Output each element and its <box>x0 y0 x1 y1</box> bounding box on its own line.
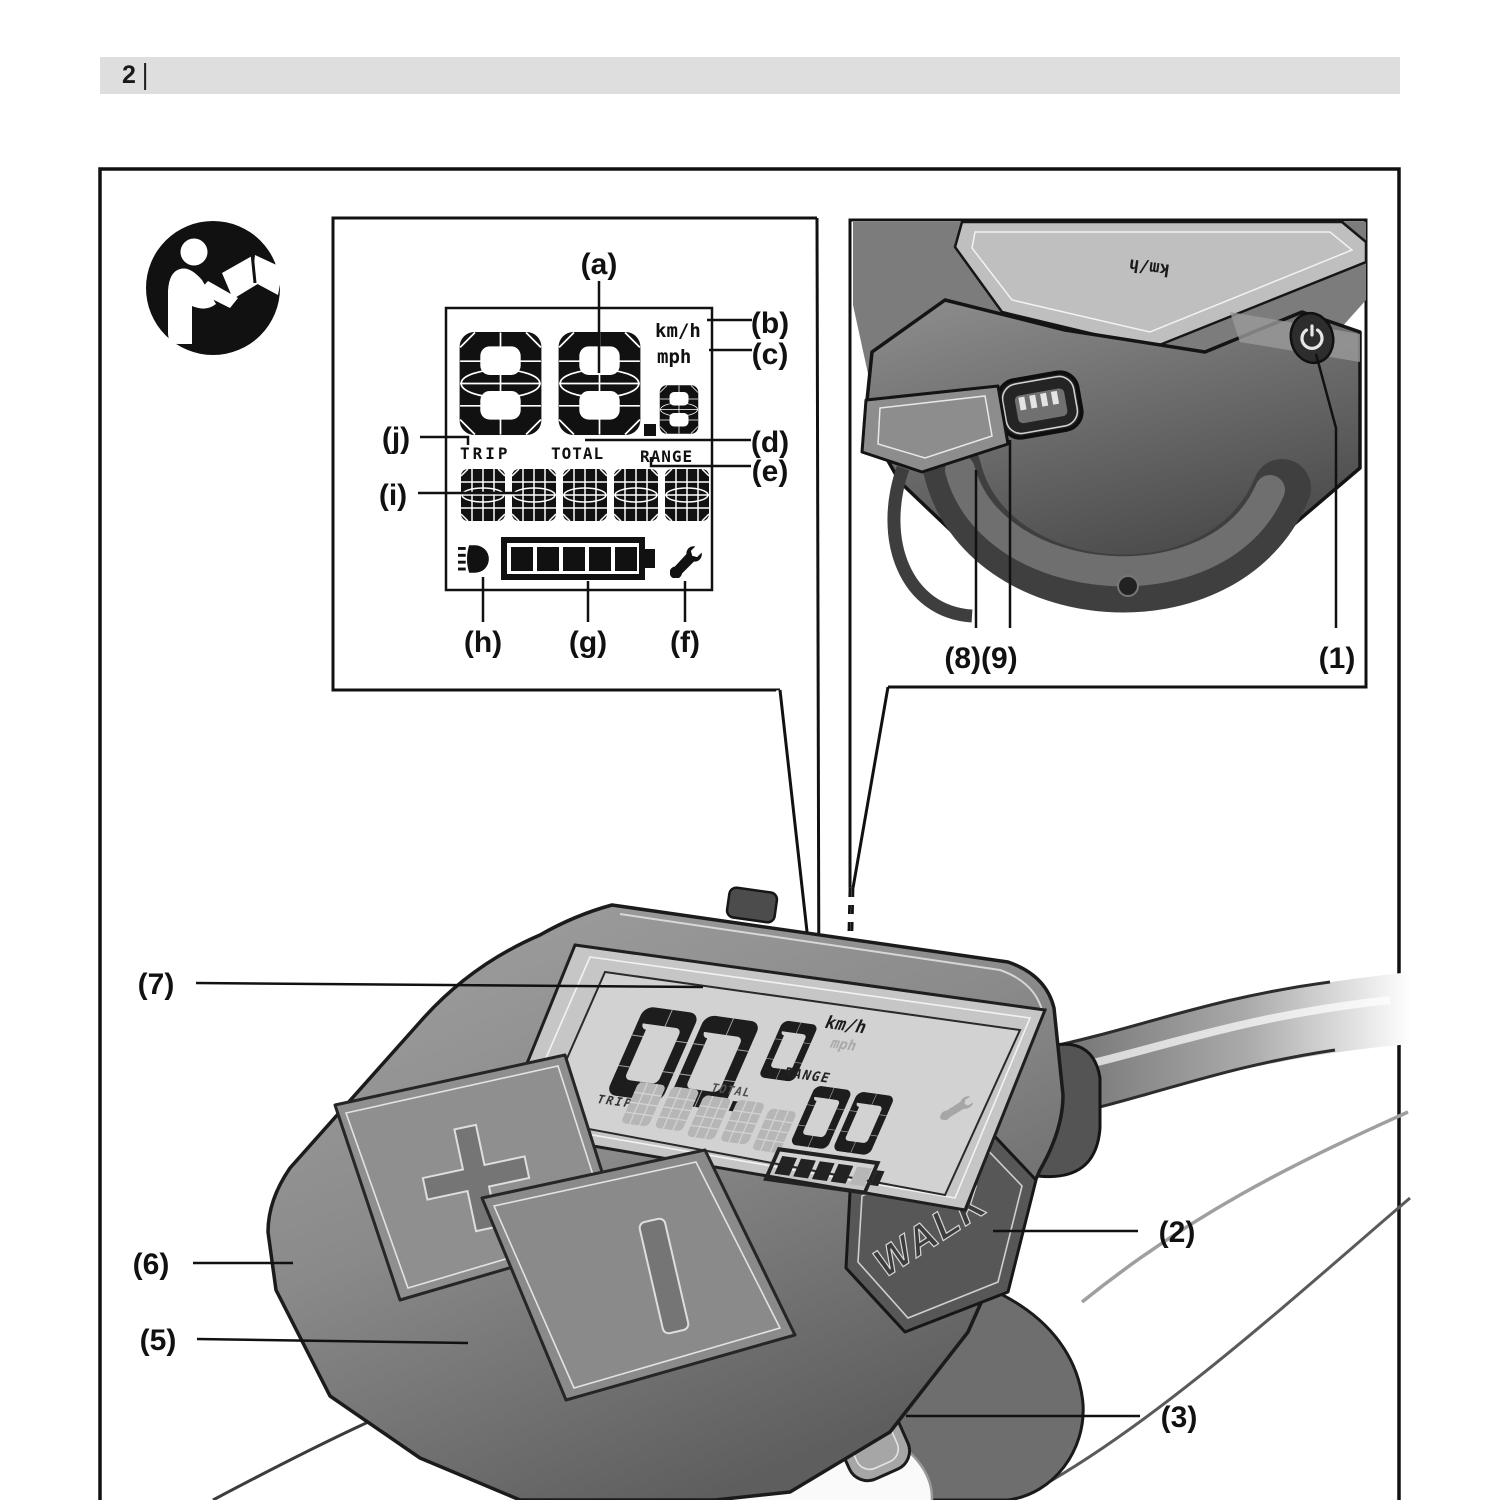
callout-f: (f) <box>670 626 700 659</box>
lcd-screen-content: km/h mph RANGE TOTAL TRIP <box>558 1005 976 1195</box>
callout-a: (a) <box>581 248 618 281</box>
schematic-leader-lines <box>418 281 752 622</box>
callout-2: (2) <box>1159 1216 1196 1249</box>
figure-frame <box>98 167 1401 1500</box>
schematic-total-label: TOTAL <box>551 444 604 463</box>
page-divider: | <box>141 58 149 92</box>
page-header: 2 | <box>100 57 1400 94</box>
power-icon <box>1300 324 1324 350</box>
power-button <box>1289 311 1335 365</box>
usb-port-icon <box>996 370 1084 440</box>
callout-h: (h) <box>464 626 502 659</box>
page-number: 2 <box>122 61 136 89</box>
callout-6: (6) <box>133 1248 170 1281</box>
schematic-unit-mph: mph <box>657 346 691 368</box>
screen-mph: mph <box>828 1036 860 1055</box>
schematic-range-label: RANGE <box>640 447 693 466</box>
callout-j: (j) <box>382 422 410 455</box>
callout-1: (1) <box>1319 642 1356 675</box>
callout-8-9: (8)(9) <box>944 642 1017 675</box>
clamp-screw <box>1117 575 1139 597</box>
main-view-leaders <box>193 981 1140 1418</box>
rear-screen-plate <box>953 220 1368 350</box>
callout-g: (g) <box>569 626 607 659</box>
callout-3: (3) <box>1161 1401 1198 1434</box>
read-manual-icon <box>146 221 283 355</box>
schematic-data-row <box>460 468 710 522</box>
cable-light <box>1080 1110 1409 1304</box>
plus-icon <box>421 1123 531 1233</box>
screen-trip-label: TRIP <box>595 1092 636 1110</box>
screen-range-label: RANGE <box>781 1065 834 1087</box>
rear-detail-box: km/h <box>843 218 1368 1013</box>
schematic-speed-digits <box>458 331 699 436</box>
rear-view-illustration: km/h <box>853 220 1368 623</box>
minus-icon <box>638 1217 690 1335</box>
usb-cap <box>860 384 1010 623</box>
battery-icon <box>501 537 655 580</box>
callout-5: (5) <box>140 1324 177 1357</box>
callout-b: (b) <box>751 307 789 340</box>
callout-e: (e) <box>752 455 789 488</box>
main-unit-illustration: WALK km/h mph RANGE TOTAL TRIP <box>212 886 1412 1500</box>
schematic-unit-kmh: km/h <box>655 320 701 342</box>
cable-dark-right <box>1039 1196 1411 1489</box>
cable-connector <box>725 886 779 924</box>
rear-detail-leaders <box>974 353 1338 628</box>
screen-battery-icon <box>763 1146 885 1195</box>
callout-d: (d) <box>751 426 789 459</box>
schematic-trip-label: TRIP <box>460 444 511 463</box>
screen-total-label: TOTAL <box>709 1081 754 1100</box>
callout-c: (c) <box>752 338 789 371</box>
callout-i: (i) <box>379 479 407 512</box>
keypad <box>333 1053 797 1402</box>
minus-button <box>480 1148 797 1402</box>
callout-7: (7) <box>138 968 175 1001</box>
